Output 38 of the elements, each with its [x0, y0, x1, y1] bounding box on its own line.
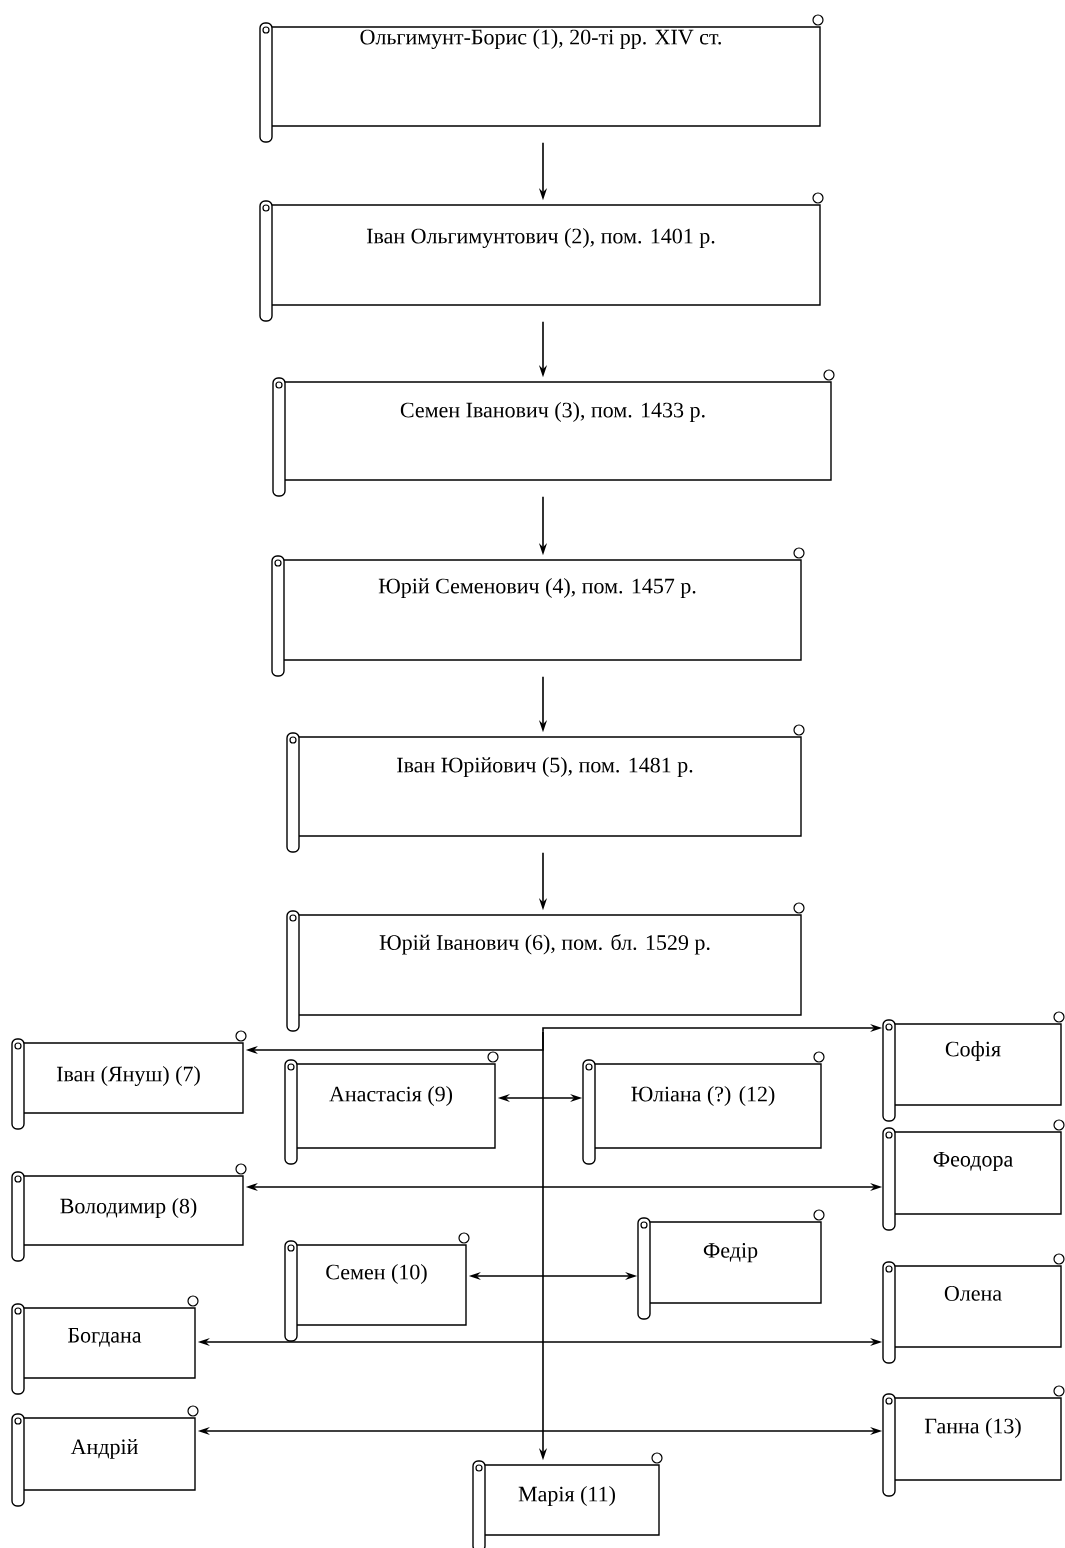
node-label: Іван (Януш) (7)	[56, 1066, 200, 1087]
scroll-box: Ольгимунт-Борис (1), 20-ті рр. XIV ст.	[259, 14, 824, 143]
scroll-box: Юліана (?) (12)	[582, 1051, 825, 1165]
scroll-box: Семен Іванович (3), пом. 1433 р.	[272, 369, 835, 497]
scroll-box: Марія (11)	[472, 1452, 663, 1548]
node-label: Юліана (?) (12)	[631, 1086, 775, 1106]
node-label: Іван Ольгимунтович (2), пом. 1401 р.	[366, 228, 715, 249]
node-label: Ольгимунт-Борис (1), 20-ті рр. XIV ст.	[360, 29, 721, 50]
node-label: Богдана	[68, 1328, 142, 1347]
node-label: Феодора	[933, 1152, 1013, 1172]
scroll-box: Юрій Семенович (4), пом. 1457 р.	[271, 547, 805, 677]
scroll-box: Анастасія (9)	[284, 1051, 499, 1165]
node-label: Анастасія (9)	[329, 1086, 453, 1106]
node-label: Олена	[944, 1286, 1002, 1301]
scroll-box: Андрій	[11, 1405, 199, 1507]
node-label: Андрій	[70, 1439, 138, 1459]
node-label: Ганна (13)	[924, 1418, 1021, 1438]
scroll-box: Іван (Януш) (7)	[11, 1030, 247, 1130]
node-label: Семен (10)	[326, 1264, 427, 1284]
scroll-box: Богдана	[11, 1295, 199, 1395]
scroll-box: Іван Ольгимунтович (2), пом. 1401 р.	[259, 192, 824, 322]
scroll-box: Софія	[882, 1011, 1065, 1122]
scroll-box: Володимир (8)	[11, 1163, 247, 1262]
node-label: Марія (11)	[518, 1486, 615, 1506]
scroll-box: Олена	[882, 1253, 1065, 1364]
scroll-box: Федір	[637, 1209, 825, 1320]
scroll-box: Феодора	[882, 1119, 1065, 1231]
node-label: Софія	[945, 1041, 1001, 1061]
scroll-box: Семен (10)	[284, 1232, 470, 1342]
scroll-box: Ганна (13)	[882, 1385, 1065, 1497]
scroll-box: Іван Юрійович (5), пом. 1481 р.	[286, 724, 805, 853]
node-label: Федір	[703, 1243, 758, 1263]
node-label: Юрій Іванович (6), пом. бл. 1529 р.	[379, 934, 710, 955]
node-label: Іван Юрійович (5), пом. 1481 р.	[397, 757, 693, 777]
scroll-box: Юрій Іванович (6), пом. бл. 1529 р.	[286, 902, 805, 1032]
node-label: Юрій Семенович (4), пом. 1457 р.	[378, 578, 696, 598]
node-label: Володимир (8)	[60, 1198, 197, 1218]
node-label: Семен Іванович (3), пом. 1433 р.	[400, 402, 705, 422]
